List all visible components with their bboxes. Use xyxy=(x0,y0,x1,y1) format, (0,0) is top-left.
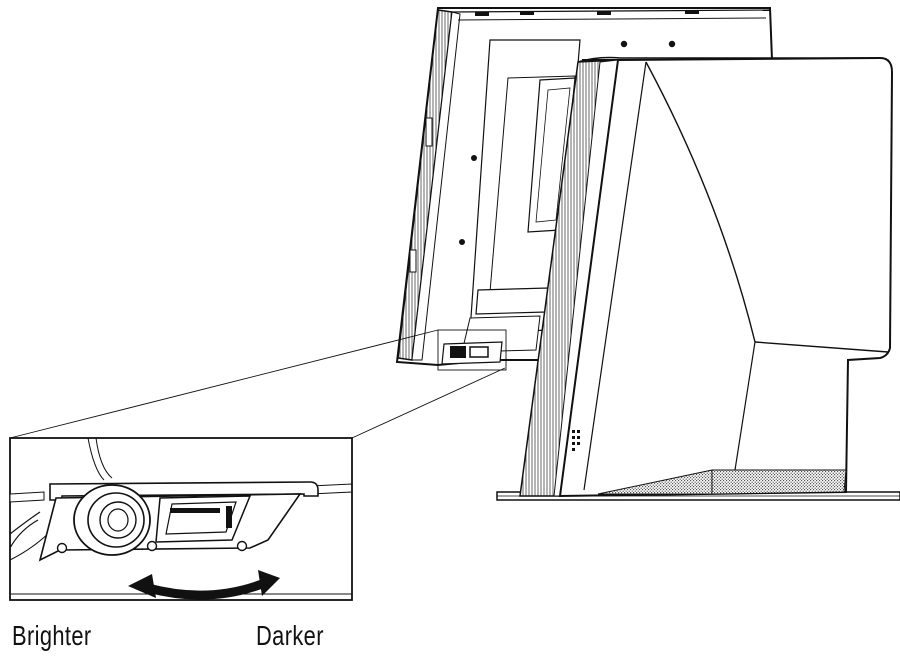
brighter-label: Brighter xyxy=(12,620,92,651)
connector-port xyxy=(155,495,252,543)
rear-monitor xyxy=(395,7,774,367)
brightness-knob xyxy=(73,484,151,556)
zoom-inset xyxy=(9,437,353,601)
rotation-arrow-icon xyxy=(128,570,280,600)
darker-label: Darker xyxy=(256,620,324,651)
front-monitor xyxy=(519,56,894,498)
zoom-guides xyxy=(9,329,507,439)
